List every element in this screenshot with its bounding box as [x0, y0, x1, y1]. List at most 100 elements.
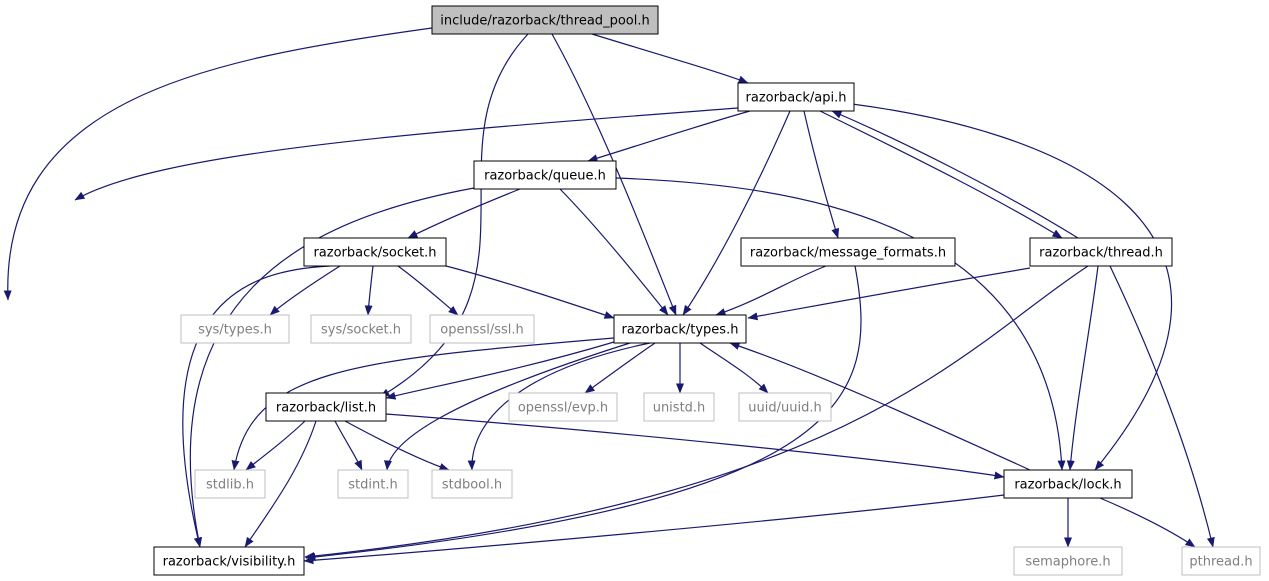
node-box: [265, 392, 387, 422]
node-box: [1013, 546, 1123, 576]
node-label: openssl/evp.h: [518, 401, 608, 416]
node-pthread: pthread.h: [1181, 546, 1261, 576]
edge-socket-to-sys_types: [269, 265, 341, 316]
edge-api-to-lock: [851, 103, 1173, 471]
edge-lock-to-visibility: [303, 494, 1005, 565]
node-sys-socket: sys/socket.h: [310, 314, 412, 344]
node-label: stdint.h: [348, 478, 397, 493]
dependency-edges: [3, 27, 1215, 565]
node-queue[interactable]: razorback/queue.h: [473, 160, 617, 190]
node-stdbool: stdbool.h: [431, 469, 513, 499]
edge-message_formats-to-visibility: [305, 265, 862, 561]
node-box: [740, 237, 956, 267]
node-box: [431, 5, 659, 35]
node-label: razorback/socket.h: [313, 246, 436, 261]
node-box: [310, 314, 412, 344]
node-label: razorback/lock.h: [1014, 478, 1121, 493]
edge-list-to-stdint: [334, 420, 363, 471]
node-box: [1003, 469, 1133, 499]
node-list[interactable]: razorback/list.h: [265, 392, 387, 422]
node-box: [303, 237, 447, 267]
node-unistd: unistd.h: [643, 392, 715, 422]
node-box: [508, 392, 618, 422]
node-label: sys/socket.h: [321, 323, 401, 338]
node-thread-pool[interactable]: include/razorback/thread_pool.h: [431, 5, 659, 35]
node-label: razorback/types.h: [622, 323, 739, 338]
edge-list-to-lock: [385, 413, 1005, 480]
node-label: razorback/thread.h: [1039, 246, 1163, 261]
edge-socket-to-openssl_ssl: [397, 265, 459, 316]
node-box: [180, 314, 290, 344]
edge-thread_pool-to-list: [379, 33, 529, 398]
node-box: [738, 392, 832, 422]
edge-list-to-stdlib: [245, 420, 306, 471]
node-types[interactable]: razorback/types.h: [613, 314, 747, 344]
edge-lock-to-types: [729, 342, 1031, 471]
edge-types-to-stdint: [383, 342, 631, 471]
node-visibility[interactable]: razorback/visibility.h: [153, 546, 305, 576]
edge-thread_pool-to-visibility: [3, 27, 433, 301]
node-box: [1029, 237, 1173, 267]
node-label: semaphore.h: [1025, 555, 1110, 570]
node-label: openssl/ssl.h: [440, 323, 524, 338]
edge-types-to-uuid: [699, 342, 769, 394]
edge-lock-to-pthread: [1099, 497, 1196, 548]
header-nodes: include/razorback/thread_pool.h razorback…: [153, 5, 1261, 576]
edge-thread-to-visibility: [304, 265, 1089, 560]
node-openssl-ssl: openssl/ssl.h: [429, 314, 535, 344]
edge-api-to-types: [682, 110, 791, 316]
edge-api-to-queue: [587, 110, 751, 163]
edge-types-to-stdlib: [231, 337, 615, 471]
node-box: [337, 469, 409, 499]
edge-thread-to-pthread: [1109, 265, 1215, 548]
edge-queue-to-types: [559, 188, 669, 316]
edge-api-to-message_formats: [803, 110, 840, 239]
edge-thread_pool-to-types: [551, 33, 677, 316]
node-uuid: uuid/uuid.h: [738, 392, 832, 422]
node-label: razorback/queue.h: [484, 169, 606, 184]
node-thread[interactable]: razorback/thread.h: [1029, 237, 1173, 267]
edge-thread-to-api: [831, 110, 1079, 239]
node-box: [431, 469, 513, 499]
node-stdlib: stdlib.h: [194, 469, 266, 499]
node-api[interactable]: razorback/api.h: [737, 82, 855, 112]
node-label: razorback/visibility.h: [163, 555, 296, 570]
node-box: [473, 160, 617, 190]
edge-list-to-stdbool: [344, 420, 450, 471]
node-lock[interactable]: razorback/lock.h: [1003, 469, 1133, 499]
edge-thread-to-types: [747, 267, 1031, 321]
edge-queue-to-socket: [407, 188, 521, 239]
node-sys-types: sys/types.h: [180, 314, 290, 344]
node-box: [613, 314, 747, 344]
edge-queue-to-visibility: [189, 187, 475, 548]
node-label: razorback/api.h: [746, 91, 847, 106]
edge-api-to-thread: [819, 110, 1063, 239]
node-message-formats[interactable]: razorback/message_formats.h: [740, 237, 956, 267]
edge-types-to-openssl_evp: [584, 342, 656, 394]
node-box: [194, 469, 266, 499]
edge-list-to-visibility: [244, 420, 317, 548]
node-label: pthread.h: [1189, 555, 1252, 570]
edge-message_formats-to-types: [715, 265, 827, 316]
edge-types-to-list: [385, 341, 615, 400]
node-label: include/razorback/thread_pool.h: [440, 14, 649, 29]
node-box: [643, 392, 715, 422]
node-label: stdbool.h: [442, 478, 502, 493]
node-semaphore: semaphore.h: [1013, 546, 1123, 576]
node-openssl-evp: openssl/evp.h: [508, 392, 618, 422]
edge-socket-to-sys_socket: [364, 265, 374, 316]
node-box: [1181, 546, 1261, 576]
node-box: [153, 546, 305, 576]
node-label: stdlib.h: [206, 478, 254, 493]
node-stdint: stdint.h: [337, 469, 409, 499]
edge-thread-to-lock: [1066, 265, 1099, 471]
node-label: razorback/list.h: [276, 401, 376, 416]
node-label: razorback/message_formats.h: [750, 246, 946, 261]
edge-thread_pool-to-api: [591, 33, 749, 84]
node-label: uuid/uuid.h: [748, 401, 821, 416]
node-label: unistd.h: [653, 401, 706, 416]
edge-socket-to-types: [445, 265, 615, 319]
node-socket[interactable]: razorback/socket.h: [303, 237, 447, 267]
node-label: sys/types.h: [198, 323, 272, 338]
